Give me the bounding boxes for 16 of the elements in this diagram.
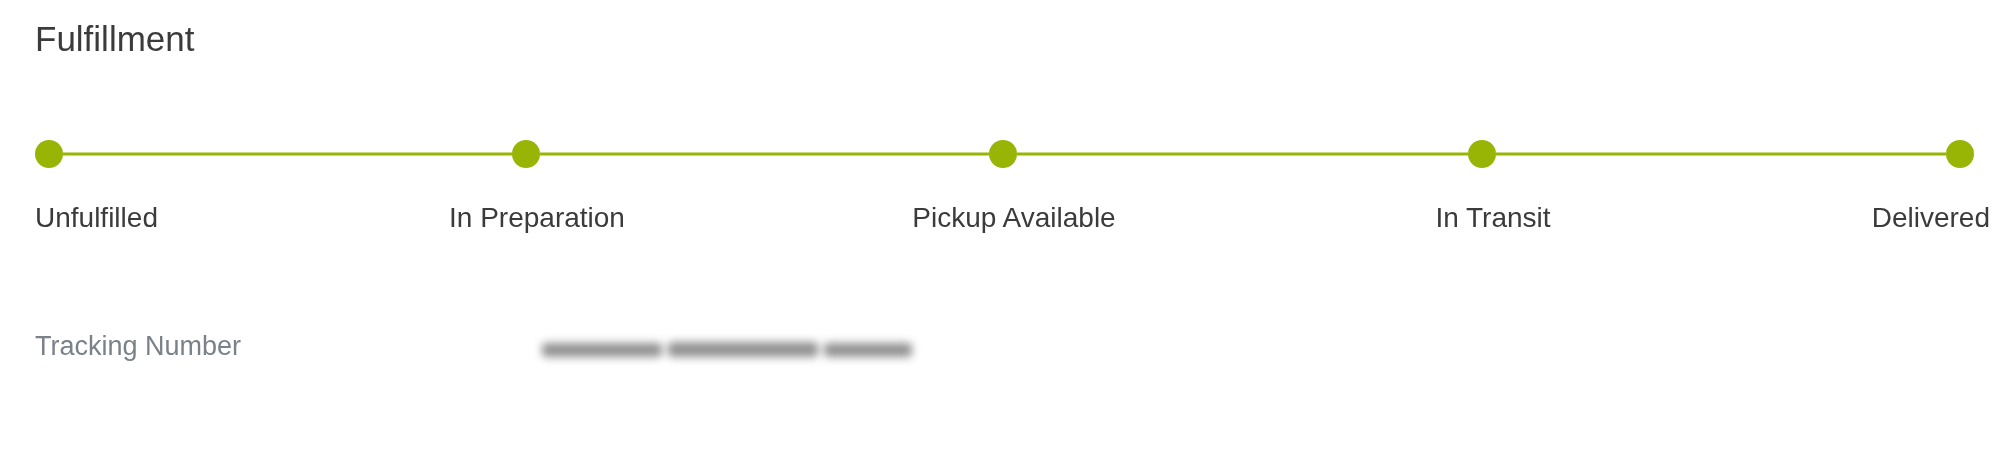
connector-line bbox=[1496, 152, 1946, 156]
status-dot bbox=[1946, 140, 1974, 168]
status-dot bbox=[35, 140, 63, 168]
connector-line bbox=[63, 152, 512, 156]
step-label: Delivered bbox=[1871, 204, 1990, 232]
connector-line bbox=[1017, 152, 1468, 156]
step-label: In Transit bbox=[1435, 204, 1551, 232]
status-dot bbox=[989, 140, 1017, 168]
status-dot bbox=[512, 140, 540, 168]
field-label: Tracking Number bbox=[35, 333, 242, 360]
step-label: Unfulfilled bbox=[35, 204, 158, 232]
step-label: In Preparation bbox=[449, 204, 625, 232]
connector-line bbox=[540, 152, 989, 156]
section-title: Fulfillment bbox=[35, 21, 195, 56]
step-label: Pickup Available bbox=[912, 204, 1116, 232]
status-dot bbox=[1468, 140, 1496, 168]
